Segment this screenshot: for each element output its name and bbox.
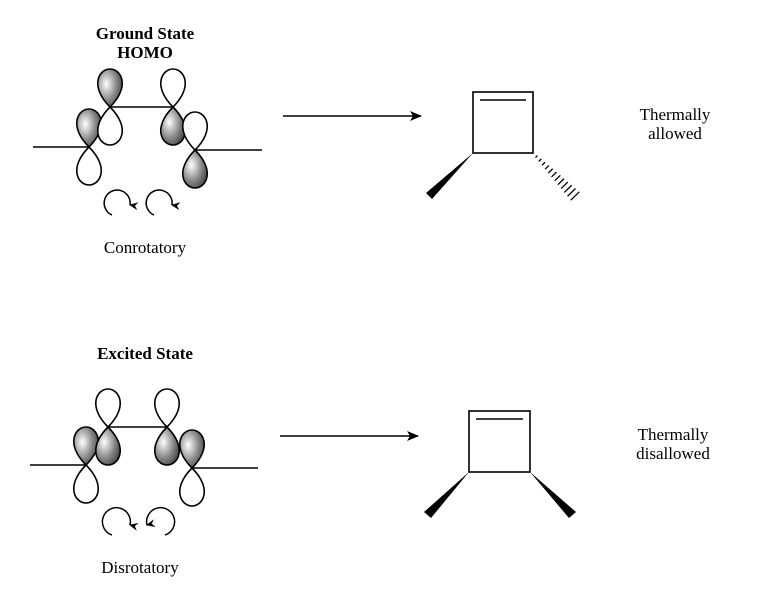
ground-state-title: Ground State HOMO bbox=[60, 24, 230, 62]
excited-state-title: Excited State bbox=[60, 344, 230, 363]
open-lobe bbox=[182, 111, 208, 152]
open-lobe bbox=[76, 145, 102, 186]
title-line: Excited State bbox=[97, 344, 193, 363]
result-line: Thermally bbox=[637, 425, 709, 444]
hash-stroke bbox=[535, 155, 538, 159]
p-orbital bbox=[97, 68, 123, 146]
title-line: HOMO bbox=[117, 43, 173, 62]
p-orbital bbox=[182, 111, 208, 189]
rotation-arrows bbox=[103, 189, 181, 216]
shaded-lobe bbox=[95, 425, 121, 466]
title-line: Ground State bbox=[95, 24, 195, 43]
p-orbital bbox=[95, 388, 121, 466]
clockwise-arrow-icon bbox=[101, 506, 139, 536]
p-orbital bbox=[73, 426, 99, 504]
wedge-bond bbox=[530, 472, 576, 518]
shaded-lobe bbox=[160, 105, 186, 146]
shaded-lobe bbox=[154, 425, 180, 466]
shaded-lobe bbox=[73, 426, 99, 467]
open-lobe bbox=[160, 68, 186, 109]
hash-stroke bbox=[538, 158, 542, 162]
trans-cyclobutene-product bbox=[426, 91, 580, 201]
clockwise-arrow-icon bbox=[145, 189, 181, 216]
butadiene-skeleton bbox=[33, 106, 262, 151]
excited-state-diagram bbox=[30, 388, 258, 536]
hash-stroke bbox=[563, 184, 573, 193]
counterclockwise-arrow-icon bbox=[145, 506, 176, 536]
p-orbital bbox=[179, 429, 205, 507]
result-line: Thermally bbox=[639, 105, 711, 124]
hash-stroke bbox=[554, 174, 561, 182]
open-lobe bbox=[97, 105, 123, 146]
hash-stroke bbox=[544, 165, 550, 170]
p-orbital bbox=[160, 68, 186, 146]
wedge-bond bbox=[424, 472, 469, 518]
disrotatory-label: Disrotatory bbox=[101, 558, 179, 577]
p-orbital bbox=[76, 108, 102, 186]
hash-stroke bbox=[560, 181, 569, 190]
p-orbital bbox=[154, 388, 180, 466]
hash-stroke bbox=[541, 161, 546, 166]
butadiene-skeleton bbox=[30, 426, 258, 469]
ground-state-homo-diagram bbox=[33, 68, 262, 216]
result-label-allowed: Thermally allowed bbox=[610, 105, 740, 143]
p-orbitals bbox=[73, 388, 205, 507]
conrotatory-label: Conrotatory bbox=[103, 238, 187, 257]
shaded-lobe bbox=[182, 148, 208, 189]
open-lobe bbox=[179, 466, 205, 507]
result-line: disallowed bbox=[636, 444, 710, 463]
open-lobe bbox=[95, 388, 121, 429]
hashed-bond bbox=[535, 155, 580, 201]
shaded-lobe bbox=[179, 429, 205, 470]
clockwise-arrow-icon bbox=[103, 189, 139, 216]
open-lobe bbox=[73, 463, 99, 504]
result-line: allowed bbox=[648, 124, 702, 143]
rotation-arrows bbox=[101, 506, 176, 536]
cis-cyclobutene-product bbox=[424, 410, 576, 518]
result-label-disallowed: Thermally disallowed bbox=[608, 425, 738, 463]
open-lobe bbox=[154, 388, 180, 429]
p-orbitals bbox=[76, 68, 208, 189]
hash-stroke bbox=[557, 178, 565, 186]
hash-stroke bbox=[551, 171, 557, 178]
wedge-bond bbox=[426, 153, 473, 199]
hash-stroke bbox=[567, 188, 576, 197]
hash-stroke bbox=[547, 168, 554, 174]
shaded-lobe bbox=[97, 68, 123, 109]
hash-stroke bbox=[570, 191, 580, 201]
